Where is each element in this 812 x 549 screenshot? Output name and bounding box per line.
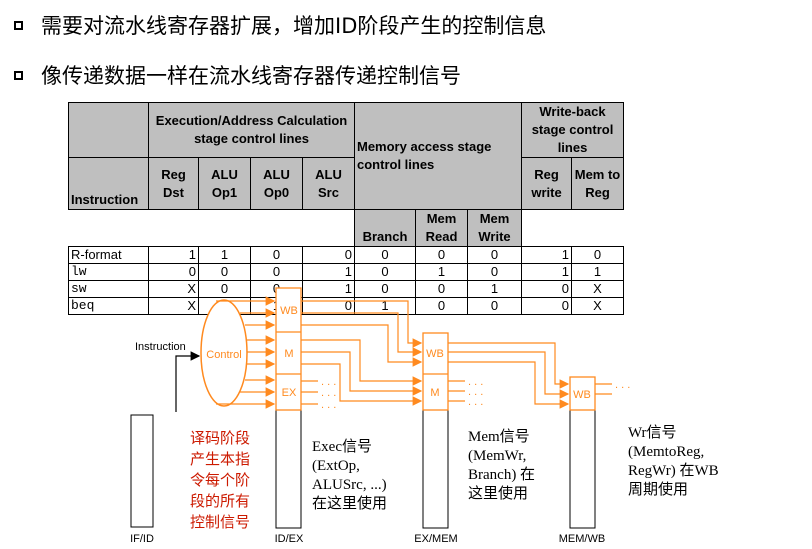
header-instruction: Instruction (68, 157, 149, 210)
header-col: Mem to Reg (571, 157, 624, 210)
bullet-square-icon (14, 20, 23, 30)
table-cell: X (571, 297, 624, 315)
header-col: Reg write (521, 157, 572, 210)
mem-wb-label: MEM/WB (559, 533, 605, 545)
id-ex-label: ID/EX (275, 533, 304, 545)
header-mem-group: Memory access stage control lines (354, 102, 522, 210)
mem-wb-wb-label: WB (573, 389, 591, 401)
mem-dots: . . . (468, 386, 483, 398)
decode-note: 译码阶段 产生本指 令每个阶 段的所有 控制信号 (190, 429, 251, 531)
header-exec-group: Execution/Address Calculation stage cont… (148, 102, 355, 158)
exec-note: Exec信号 (ExtOp, ALUSrc, ...) 在这里使用 (312, 439, 388, 512)
ex-mem-wb-label: WB (426, 348, 444, 360)
table-cell: 0 (467, 297, 522, 315)
bullet-square-icon (14, 70, 23, 80)
mem-note: Mem信号 (MemWr, Branch) 在 这里使用 (468, 429, 536, 502)
header-col: Mem Read (415, 209, 468, 247)
bullet-text: 需要对流水线寄存器扩展，增加ID阶段产生的控制信息 (41, 14, 547, 38)
ex-dots: . . . (321, 387, 336, 399)
header-col: ALU Op1 (198, 157, 251, 210)
ex-dots: . . . (321, 399, 336, 411)
header-col: Mem Write (467, 209, 522, 247)
header-col: Reg Dst (148, 157, 199, 210)
ex-mem-m-label: M (430, 387, 439, 399)
if-id-label: IF/ID (130, 533, 154, 545)
if-id-register (130, 414, 154, 528)
ex-mem-label: EX/MEM (414, 533, 457, 545)
instruction-label: Instruction (135, 341, 186, 353)
control-table: Execution/Address Calculation stage cont… (68, 102, 624, 315)
control-unit (200, 299, 248, 407)
control-label: Control (206, 349, 241, 361)
mem-dots: . . . (468, 376, 483, 388)
id-ex-wb-label: WB (280, 305, 298, 317)
id-ex-control-section (275, 287, 302, 411)
table-cell: 0 (521, 297, 572, 315)
bullet-text: 像传递数据一样在流水线寄存器传递控制信号 (41, 64, 461, 88)
mem-dots: . . . (468, 396, 483, 408)
bullet-2: 像传递数据一样在流水线寄存器传递控制信号 (14, 60, 461, 90)
header-col: ALU Src (302, 157, 355, 210)
id-ex-m-label: M (284, 348, 293, 360)
row-instruction-name: lw (68, 263, 149, 281)
wr-note: Wr信号 (MemtoReg, RegWr) 在WB 周期使用 (628, 425, 719, 498)
header-col: Branch (354, 209, 416, 247)
row-instruction-name: beq (68, 297, 149, 315)
wb-dots: . . . (615, 379, 630, 391)
header-wb-group: Write-back stage control lines (521, 102, 624, 158)
bullet-1: 需要对流水线寄存器扩展，增加ID阶段产生的控制信息 (14, 10, 546, 40)
id-ex-ex-label: EX (282, 387, 297, 399)
ex-mem-control-section (422, 332, 449, 411)
ex-dots: . . . (321, 376, 336, 388)
